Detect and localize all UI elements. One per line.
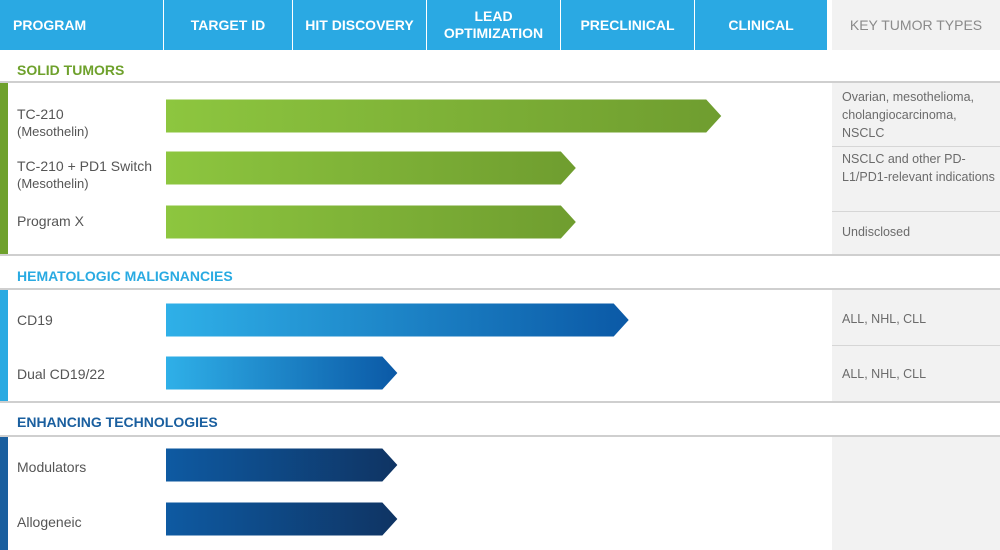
progress-arrow-allogeneic xyxy=(166,502,398,536)
section-hematologic: HEMATOLOGIC MALIGNANCIES xyxy=(0,263,1000,289)
section-accent-enhancing xyxy=(0,437,8,550)
tumor-types-tc-210-pd1: NSCLC and other PD-L1/PD1-relevant indic… xyxy=(842,152,995,184)
progress-arrow-tc-210 xyxy=(166,99,722,133)
tumor-types-cd19: ALL, NHL, CLL xyxy=(842,312,927,326)
program-name: Allogeneic xyxy=(17,514,82,530)
divider xyxy=(0,288,1000,290)
program-name: CD19 xyxy=(17,312,53,328)
program-name: TC-210 + PD1 Switch xyxy=(17,158,152,174)
progress-arrow-tc-210-pd1-switch xyxy=(166,151,576,185)
key-column-enhancing xyxy=(832,437,1000,550)
section-title-solid-tumors: SOLID TUMORS xyxy=(17,62,125,78)
program-label-allogeneic: Allogeneic xyxy=(17,513,82,531)
section-enhancing: ENHANCING TECHNOLOGIES xyxy=(0,409,1000,435)
program-name: TC-210 xyxy=(17,106,64,122)
progress-arrow-program-x xyxy=(166,205,576,239)
section-solid-tumors: SOLID TUMORS xyxy=(0,57,1000,83)
divider xyxy=(0,435,1000,437)
program-name: Program X xyxy=(17,213,84,229)
program-name: Modulators xyxy=(17,459,87,475)
program-name: Dual CD19/22 xyxy=(17,366,105,382)
program-label-program-x: Program X xyxy=(17,212,84,230)
header-preclinical: PRECLINICAL xyxy=(561,0,694,50)
header-clinical: CLINICAL xyxy=(695,0,827,50)
header-program: PROGRAM xyxy=(0,0,163,50)
divider xyxy=(0,81,1000,83)
header-target-id: TARGET ID xyxy=(164,0,292,50)
key-divider xyxy=(832,345,1000,346)
key-divider xyxy=(832,146,1000,147)
program-label-tc-210-pd1: TC-210 + PD1 Switch (Mesothelin) xyxy=(17,157,152,193)
section-title-enhancing: ENHANCING TECHNOLOGIES xyxy=(17,414,218,430)
program-label-dual-cd19-22: Dual CD19/22 xyxy=(17,365,105,383)
program-label-modulators: Modulators xyxy=(17,458,86,476)
divider xyxy=(0,401,1000,403)
key-divider xyxy=(832,211,1000,212)
section-accent-hematologic xyxy=(0,290,8,401)
progress-arrow-cd19 xyxy=(166,303,629,337)
progress-arrow-dual-cd19-22 xyxy=(166,356,398,390)
divider xyxy=(0,254,1000,256)
tumor-types-tc-210: Ovarian, mesothelioma, cholangiocarcinom… xyxy=(842,90,975,140)
progress-arrow-modulators xyxy=(166,448,398,482)
tumor-types-dual-cd19-22: ALL, NHL, CLL xyxy=(842,367,927,381)
section-title-hematologic: HEMATOLOGIC MALIGNANCIES xyxy=(17,268,233,284)
header-hit-discovery: HIT DISCOVERY xyxy=(293,0,426,50)
program-label-cd19: CD19 xyxy=(17,311,53,329)
program-label-tc-210: TC-210 (Mesothelin) xyxy=(17,105,89,141)
program-target: (Mesothelin) xyxy=(17,124,89,139)
program-target: (Mesothelin) xyxy=(17,176,89,191)
tumor-types-program-x: Undisclosed xyxy=(842,225,911,239)
key-column-solid xyxy=(832,83,1000,254)
header-key-tumor-types: KEY TUMOR TYPES xyxy=(832,0,1000,50)
header-lead-optimization: LEAD OPTIMIZATION xyxy=(427,0,560,50)
section-accent-solid xyxy=(0,83,8,254)
